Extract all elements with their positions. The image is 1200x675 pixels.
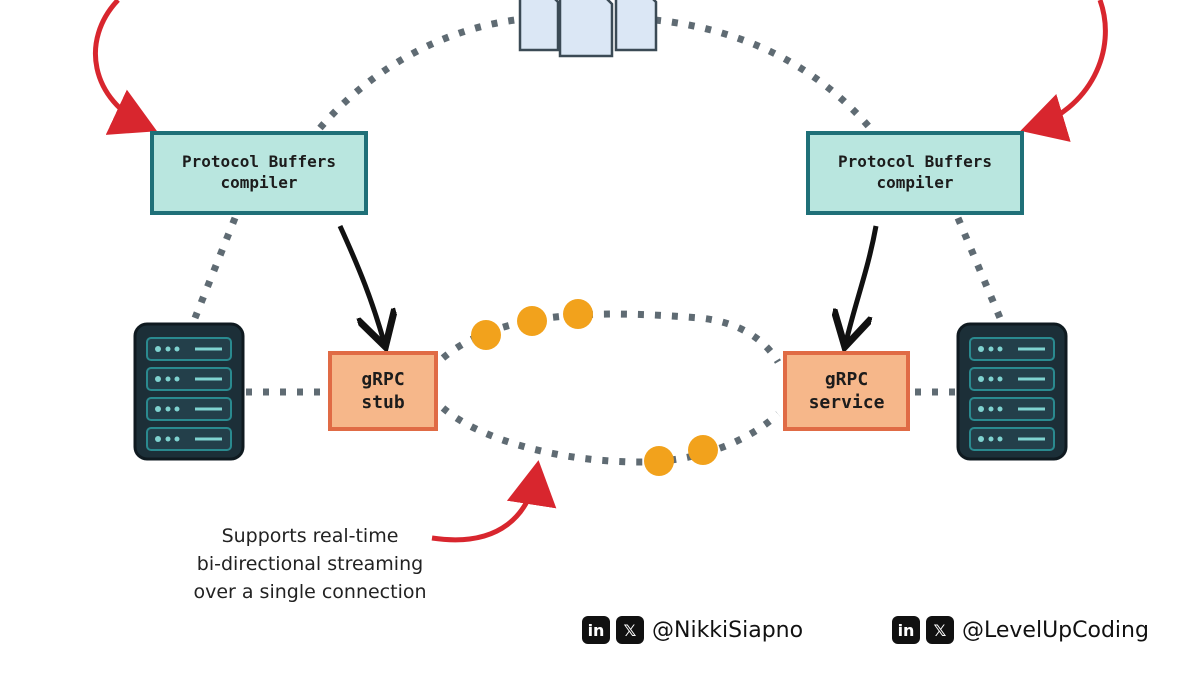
compiler-label-line2: compiler [876,173,954,192]
grpc-service-label-line1: gRPC [824,368,869,390]
grpc-stub-box: gRPC stub [328,351,438,431]
credit-levelupcoding: in 𝕏 @LevelUpCoding [892,616,1149,644]
credit-handle[interactable]: @NikkiSiapno [652,617,804,643]
annotation-line1: Supports real-time [221,525,399,547]
grpc-stub-label-line1: gRPC [361,368,405,390]
stream-dot [644,446,674,476]
compiler-label-line1: Protocol Buffers [837,152,993,172]
left-compiler-to-server-line [191,216,239,320]
compiler-label-line2: compiler [220,173,298,192]
stream-dot [688,435,718,465]
grpc-service-box: gRPC service [783,351,910,431]
x-icon[interactable]: 𝕏 [926,616,954,644]
server-icon [133,322,245,461]
proto-files-icon [518,0,658,58]
left-compiler-to-stub-arrow [337,224,384,342]
grpc-service-label-line2: service [808,392,885,413]
left-protocol-buffers-compiler: Protocol Buffers compiler [150,131,368,215]
stream-dot [471,320,501,350]
annotation-line3: over a single connection [193,581,427,603]
files-to-right-compiler-line [654,16,873,131]
stream-dot [563,299,593,329]
linkedin-icon[interactable]: in [582,616,610,644]
right-compiler-to-service-arrow [846,225,879,342]
credit-nikki: in 𝕏 @NikkiSiapno [582,616,803,644]
right-protocol-buffers-compiler: Protocol Buffers compiler [806,131,1024,215]
stream-lower-line [440,405,781,466]
right-red-arrow [1020,0,1108,142]
right-compiler-to-server-line [954,216,1004,320]
stream-dot [517,306,547,336]
compiler-label-line1: Protocol Buffers [181,152,337,172]
credit-handle[interactable]: @LevelUpCoding [962,617,1149,643]
left-red-arrow [93,0,158,135]
grpc-stub-label-line2: stub [361,392,405,413]
files-to-left-compiler-line [317,16,516,131]
stream-dots [471,299,718,476]
x-icon[interactable]: 𝕏 [616,616,644,644]
linkedin-icon[interactable]: in [892,616,920,644]
annotation-red-arrow [431,460,557,543]
annotation-line2: bi-directional streaming [196,553,424,575]
streaming-annotation: Supports real-time bi-directional stream… [150,522,470,606]
server-icon [956,322,1068,461]
